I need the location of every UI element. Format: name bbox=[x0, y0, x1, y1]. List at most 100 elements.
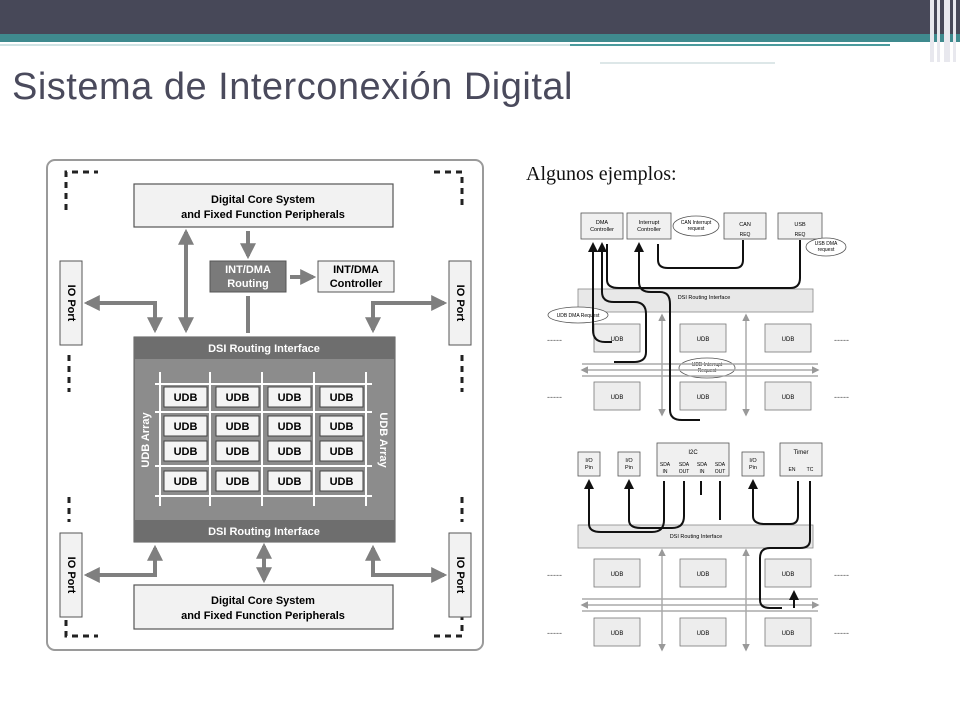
svg-text:Pin: Pin bbox=[585, 465, 593, 471]
svg-text:request: request bbox=[688, 226, 705, 232]
udb-label: UDB bbox=[611, 572, 624, 578]
svg-text:-----: ----- bbox=[547, 570, 562, 580]
io-port-top-left: IO Port bbox=[59, 260, 83, 346]
svg-text:-----: ----- bbox=[547, 628, 562, 638]
int-routing-line1: INT/DMA bbox=[225, 264, 271, 276]
slide-title: Sistema de Interconexión Digital bbox=[12, 66, 573, 108]
svg-text:IO Port: IO Port bbox=[454, 557, 466, 594]
udb-label: UDB bbox=[611, 395, 624, 401]
svg-text:request: request bbox=[818, 247, 835, 253]
title-stripe bbox=[0, 34, 960, 42]
udb-block: UDB bbox=[593, 323, 641, 353]
udb-cell: UDB bbox=[319, 386, 364, 408]
udb-cell: UDB bbox=[163, 386, 208, 408]
io-port-top-right: IO Port bbox=[448, 260, 472, 346]
svg-text:DSI Routing Interface: DSI Routing Interface bbox=[678, 295, 731, 301]
udb-block: UDB bbox=[593, 617, 641, 647]
svg-text:I2C: I2C bbox=[688, 450, 698, 456]
interrupt-dma-example: DMA Controller Interrupt Controller CAN … bbox=[547, 212, 849, 421]
usb-dma-callout bbox=[805, 237, 847, 257]
svg-text:-----: ----- bbox=[834, 335, 849, 345]
udb-label: UDB bbox=[174, 446, 198, 458]
udb-label: UDB bbox=[174, 421, 198, 433]
udb-label: UDB bbox=[782, 631, 795, 637]
deco-line bbox=[570, 44, 890, 46]
io-pin-2 bbox=[617, 451, 641, 477]
int-controller-line2: Controller bbox=[330, 278, 383, 290]
udb-label: UDB bbox=[330, 476, 354, 488]
digital-core-bottom: Digital Core System and Fixed Function P… bbox=[133, 584, 394, 630]
io-pin-1 bbox=[577, 451, 601, 477]
title-bar bbox=[0, 0, 960, 34]
left-arrows bbox=[83, 228, 448, 584]
udb-cell: UDB bbox=[319, 415, 364, 437]
timer-box bbox=[779, 442, 823, 477]
udb-label: UDB bbox=[330, 421, 354, 433]
svg-text:Request: Request bbox=[698, 368, 717, 374]
io-port-bottom-right: IO Port bbox=[448, 532, 472, 618]
udb-label: UDB bbox=[278, 446, 302, 458]
udb-blocks-top: UDB UDB UDB UDB UDB UDB bbox=[593, 323, 812, 411]
udb-cell: UDB bbox=[215, 415, 260, 437]
dma-controller-box bbox=[580, 212, 624, 240]
udb-label: UDB bbox=[278, 421, 302, 433]
udb-label: UDB bbox=[226, 446, 250, 458]
svg-text:-----: ----- bbox=[834, 570, 849, 580]
udb-cell: UDB bbox=[163, 470, 208, 492]
i2c-pin-label: SDA bbox=[679, 462, 690, 468]
udb-label: UDB bbox=[782, 395, 795, 401]
dsi-bottom-label: DSI Routing Interface bbox=[208, 526, 320, 538]
signal-paths-top bbox=[588, 240, 801, 421]
svg-text:Pin: Pin bbox=[625, 465, 633, 471]
int-dma-routing: INT/DMA Routing bbox=[209, 260, 287, 293]
udb-array-label-left: UDB Array bbox=[140, 412, 152, 468]
svg-text:-----: ----- bbox=[834, 628, 849, 638]
udb-label: UDB bbox=[226, 476, 250, 488]
svg-text:I/O: I/O bbox=[749, 458, 757, 464]
deco-bar bbox=[937, 0, 940, 62]
udb-label: UDB bbox=[697, 337, 710, 343]
io-port-bottom-left: IO Port bbox=[59, 532, 83, 618]
digital-core-top: Digital Core System and Fixed Function P… bbox=[133, 183, 394, 228]
udb-label: UDB bbox=[697, 395, 710, 401]
udb-block: UDB bbox=[679, 558, 727, 588]
udb-label: UDB bbox=[174, 392, 198, 404]
svg-text:-----: ----- bbox=[547, 392, 562, 402]
svg-text:I/O: I/O bbox=[625, 458, 633, 464]
core-top-line2: and Fixed Function Peripherals bbox=[181, 209, 345, 221]
udb-label: UDB bbox=[611, 631, 624, 637]
i2c-pin-label: OUT bbox=[715, 469, 726, 475]
udb-cell: UDB bbox=[215, 470, 260, 492]
svg-text:TC: TC bbox=[807, 467, 814, 473]
interrupt-controller-box bbox=[626, 212, 672, 240]
dsi-block: DSI Routing Interface DSI Routing Interf… bbox=[133, 336, 396, 543]
udb-block: UDB bbox=[679, 323, 727, 353]
routing-rails-top bbox=[580, 313, 820, 417]
svg-text:DSI Routing Interface: DSI Routing Interface bbox=[670, 534, 723, 540]
routing-rails-bottom bbox=[580, 548, 820, 652]
svg-text:UDB Interrupt: UDB Interrupt bbox=[692, 362, 723, 368]
core-bottom-line1: Digital Core System bbox=[211, 595, 315, 607]
i2c-pin-label: IN bbox=[663, 469, 668, 475]
udb-cell: UDB bbox=[267, 415, 312, 437]
udb-cell: UDB bbox=[267, 470, 312, 492]
udb-block: UDB bbox=[764, 558, 812, 588]
udb-label: UDB bbox=[226, 421, 250, 433]
dsi-top-label: DSI Routing Interface bbox=[208, 343, 320, 355]
udb-cell: UDB bbox=[163, 415, 208, 437]
udb-label: UDB bbox=[697, 572, 710, 578]
svg-text:Timer: Timer bbox=[793, 450, 808, 456]
udb-label: UDB bbox=[697, 631, 710, 637]
udb-label: UDB bbox=[330, 392, 354, 404]
udb-label: UDB bbox=[782, 337, 795, 343]
deco-bar bbox=[953, 0, 956, 62]
dsi-interface-bottom bbox=[577, 524, 814, 549]
udb-block: UDB bbox=[764, 381, 812, 411]
udb-cell: UDB bbox=[163, 440, 208, 462]
svg-text:DMA: DMA bbox=[596, 220, 609, 226]
io-pin-3 bbox=[741, 451, 765, 477]
usb-box bbox=[777, 212, 823, 240]
svg-text:IO Port: IO Port bbox=[454, 285, 466, 322]
